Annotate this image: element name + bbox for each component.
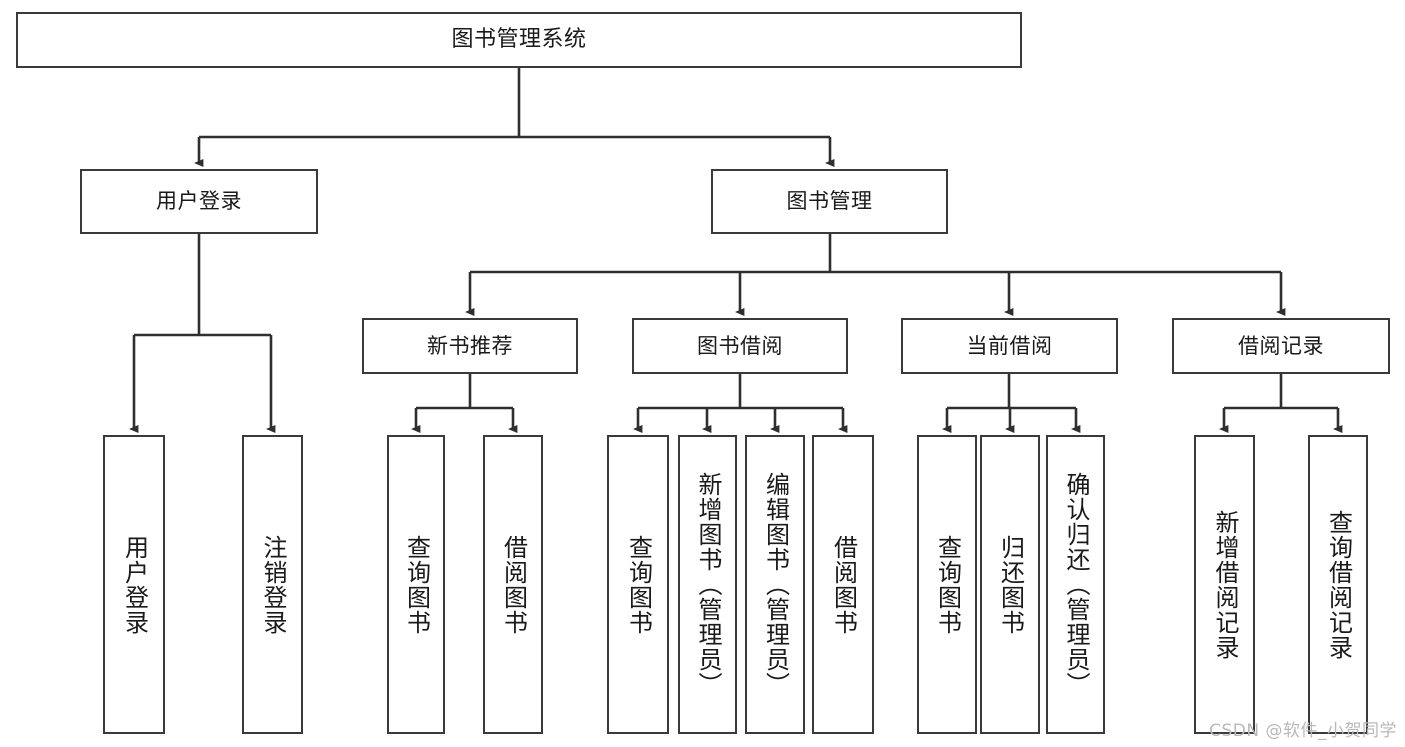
node-leaf-add-book[interactable]: 新增图书（管理员）: [678, 435, 737, 734]
node-leaf-confirm-return-label: 确认归还（管理员）: [1061, 472, 1090, 697]
node-user-login[interactable]: 用户登录: [80, 169, 318, 234]
node-leaf-query-book-3[interactable]: 查询图书: [917, 435, 977, 734]
node-leaf-borrow-book-1[interactable]: 借阅图书: [483, 435, 543, 734]
watermark: CSDN @软件_小贺同学: [1209, 721, 1397, 741]
node-leaf-query-book-2-label: 查询图书: [624, 534, 653, 635]
node-leaf-return-book-label: 归还图书: [996, 534, 1025, 635]
node-leaf-query-book-3-label: 查询图书: [933, 534, 962, 635]
node-book-manage-label: 图书管理: [786, 189, 873, 214]
node-leaf-add-record-label: 新增借阅记录: [1210, 509, 1239, 660]
node-book-borrow-label: 图书借阅: [697, 333, 783, 358]
node-leaf-confirm-return[interactable]: 确认归还（管理员）: [1046, 435, 1105, 734]
node-current-borrow[interactable]: 当前借阅: [901, 318, 1118, 374]
node-book-manage[interactable]: 图书管理: [711, 169, 948, 234]
node-leaf-add-record[interactable]: 新增借阅记录: [1194, 435, 1255, 734]
node-root-label: 图书管理系统: [451, 26, 587, 52]
node-leaf-return-book[interactable]: 归还图书: [980, 435, 1040, 734]
node-leaf-query-book-1-label: 查询图书: [402, 534, 431, 635]
node-book-borrow[interactable]: 图书借阅: [632, 318, 848, 374]
node-leaf-query-record-label: 查询借阅记录: [1324, 509, 1353, 660]
node-leaf-add-book-label: 新增图书（管理员）: [693, 472, 722, 697]
node-root[interactable]: 图书管理系统: [16, 12, 1022, 68]
node-leaf-borrow-book-2-label: 借阅图书: [829, 534, 858, 635]
node-leaf-edit-book[interactable]: 编辑图书（管理员）: [745, 435, 805, 734]
node-borrow-record[interactable]: 借阅记录: [1172, 318, 1390, 374]
node-leaf-user-login-label: 用户登录: [120, 534, 149, 635]
node-user-login-label: 用户登录: [156, 189, 242, 214]
node-leaf-edit-book-label: 编辑图书（管理员）: [761, 472, 790, 697]
node-current-borrow-label: 当前借阅: [966, 333, 1053, 358]
node-leaf-user-logout[interactable]: 注销登录: [242, 435, 303, 734]
node-leaf-user-login[interactable]: 用户登录: [103, 435, 165, 734]
node-borrow-record-label: 借阅记录: [1238, 333, 1324, 358]
node-leaf-query-book-1[interactable]: 查询图书: [387, 435, 445, 734]
node-leaf-borrow-book-2[interactable]: 借阅图书: [812, 435, 874, 734]
node-leaf-query-record[interactable]: 查询借阅记录: [1308, 435, 1368, 734]
node-leaf-borrow-book-1-label: 借阅图书: [499, 534, 528, 635]
node-leaf-user-logout-label: 注销登录: [258, 534, 287, 635]
node-new-book-recommend[interactable]: 新书推荐: [362, 318, 578, 374]
node-new-book-recommend-label: 新书推荐: [427, 333, 513, 358]
node-leaf-query-book-2[interactable]: 查询图书: [607, 435, 669, 734]
